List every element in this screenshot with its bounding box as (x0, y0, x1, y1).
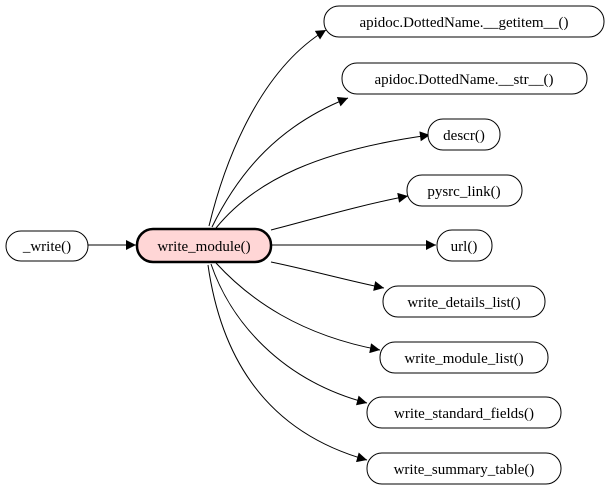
edge-to-descr (215, 131, 431, 229)
node-pysrc-link[interactable]: pysrc_link() (406, 174, 523, 207)
node-label: write_module_list() (404, 351, 523, 367)
edge-to-str (211, 97, 349, 228)
edge-to-write-details-list (270, 261, 385, 291)
edge-to-write-module-list (215, 262, 381, 354)
edge-to-getitem (208, 29, 327, 227)
edges (88, 29, 436, 463)
node-label: write_module() (157, 239, 250, 255)
node-write[interactable]: _write() (5, 230, 89, 262)
node-write-standard-fields[interactable]: write_standard_fields() (366, 396, 562, 429)
node-url[interactable]: url() (436, 229, 493, 262)
node-write-module-list[interactable]: write_module_list() (379, 341, 549, 374)
node-label: write_standard_fields() (394, 406, 534, 422)
node-label: write_summary_table() (394, 462, 535, 478)
edge-to-pysrc-link (270, 192, 409, 231)
node-label: apidoc.DottedName.__str__() (374, 72, 553, 88)
node-apidoc-dottedname-getitem[interactable]: apidoc.DottedName.__getitem__() (323, 5, 605, 38)
node-label: apidoc.DottedName.__getitem__() (359, 15, 568, 31)
node-write-module[interactable]: write_module() (135, 227, 273, 264)
node-write-summary-table[interactable]: write_summary_table() (366, 452, 562, 485)
edge-to-write-summary-table (207, 264, 368, 463)
edge-to-write-standard-fields (210, 263, 368, 406)
node-label: descr() (443, 128, 485, 144)
node-label: url() (451, 239, 478, 255)
node-label: write_details_list() (407, 295, 520, 311)
node-descr[interactable]: descr() (427, 118, 501, 151)
node-label: _write() (22, 239, 71, 255)
node-label: pysrc_link() (427, 184, 500, 200)
node-apidoc-dottedname-str[interactable]: apidoc.DottedName.__str__() (341, 62, 588, 95)
node-write-details-list[interactable]: write_details_list() (382, 285, 546, 318)
